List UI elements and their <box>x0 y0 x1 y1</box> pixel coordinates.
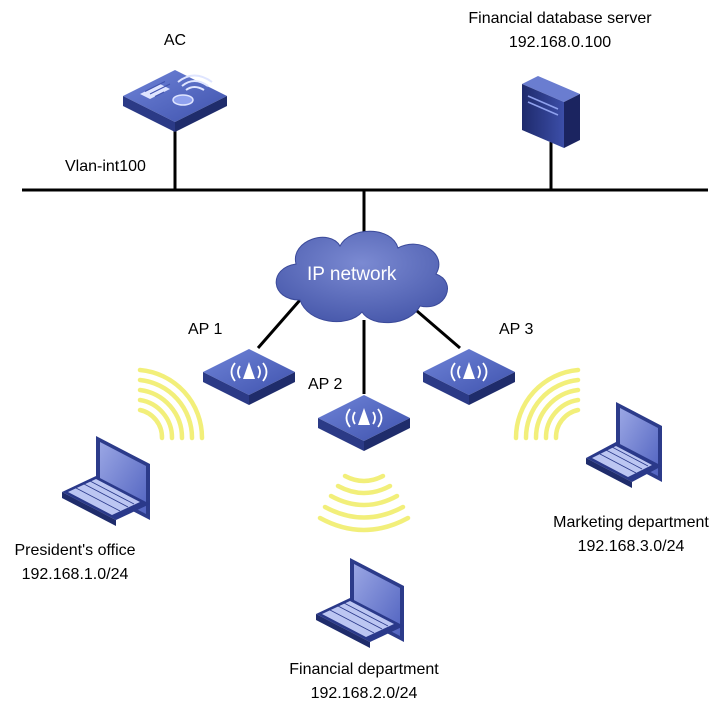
ap3-wireless-signal-icon <box>513 367 581 441</box>
client-marketing-department-name: Marketing department <box>553 514 709 531</box>
ap3-link <box>409 303 461 350</box>
server-icon <box>522 76 580 148</box>
client-financial-department-name: Financial department <box>289 661 439 678</box>
ac-label: AC <box>163 32 187 49</box>
client-marketing-department-subnet: 192.168.3.0/24 <box>577 538 685 555</box>
laptop-presidents-office-icon <box>62 436 150 526</box>
ip-network-label: IP network <box>307 264 397 285</box>
ap1-wireless-signal-icon <box>137 367 205 441</box>
ap2-wireless-signal-icon <box>317 473 411 533</box>
laptop-marketing-department-icon <box>586 402 662 488</box>
server-label: Financial database server <box>468 10 652 27</box>
laptop-financial-department-icon <box>316 558 404 648</box>
ap2-device-icon <box>318 395 410 451</box>
ap1-label: AP 1 <box>188 321 223 338</box>
ap2-label: AP 2 <box>308 376 343 393</box>
ap1-device-icon <box>203 349 295 405</box>
client-presidents-office-subnet: 192.168.1.0/24 <box>21 566 129 583</box>
client-financial-department-subnet: 192.168.2.0/24 <box>310 685 418 702</box>
ac-device-icon <box>123 70 227 132</box>
ap1-link <box>256 299 302 349</box>
ip-network-cloud-icon <box>275 230 448 324</box>
server-ip-label: 192.168.0.100 <box>508 34 612 51</box>
ap3-device-icon <box>423 349 515 405</box>
ac-interface-label: Vlan-int100 <box>65 158 146 175</box>
client-presidents-office-name: President's office <box>14 542 136 559</box>
ap3-label: AP 3 <box>499 321 534 338</box>
